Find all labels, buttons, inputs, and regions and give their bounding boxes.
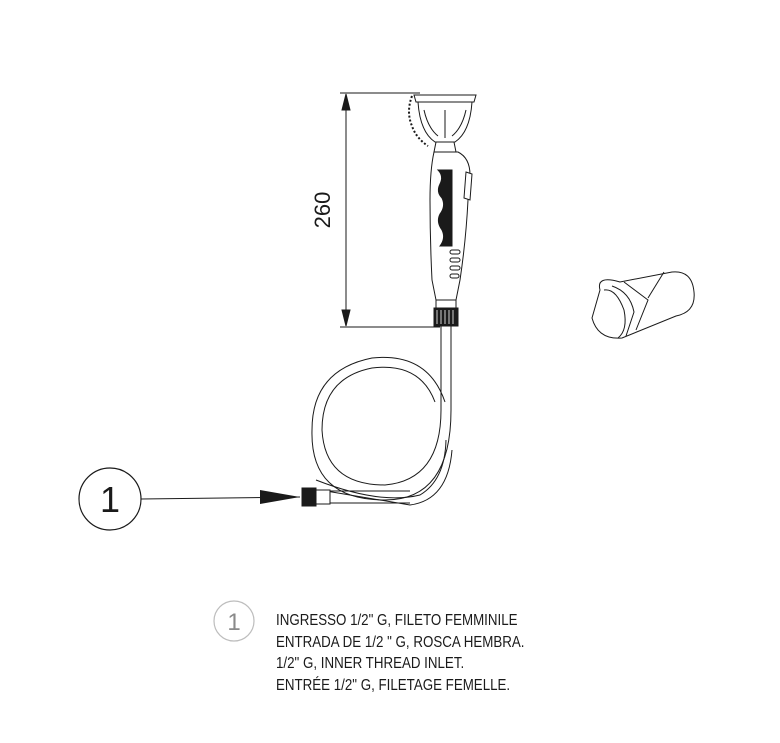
dimension-arrow-bottom xyxy=(341,309,351,327)
head-neck xyxy=(433,141,457,153)
shower-head xyxy=(408,94,477,327)
dimension-arrow-top xyxy=(341,93,351,111)
hose xyxy=(311,326,453,506)
head-rim xyxy=(413,94,477,103)
legend-circle xyxy=(213,600,255,642)
inlet-nut xyxy=(301,487,317,507)
wall-bracket xyxy=(591,271,695,339)
handle-grip xyxy=(436,169,453,247)
chain xyxy=(408,95,429,147)
callout-arrow xyxy=(260,490,300,504)
handle-connector xyxy=(435,299,457,309)
legend-description: INGRESSO 1/2" G, FILETO FEMMINILE ENTRAD… xyxy=(276,610,524,696)
legend-line-english: 1/2" G, INNER THREAD INLET. xyxy=(276,655,465,672)
legend-number: 1 xyxy=(227,609,240,636)
dimension-label: 260 xyxy=(310,192,335,229)
bracket-body xyxy=(591,271,695,339)
inlet-fitting xyxy=(301,487,331,507)
bracket-slot-top xyxy=(647,271,665,299)
legend-line-spanish: ENTRADA DE 1/2 " G, ROSCA HEMBRA. xyxy=(276,633,525,651)
handle-button xyxy=(463,171,473,201)
bracket-slot-right xyxy=(623,281,649,331)
hose-outer-left xyxy=(321,326,442,486)
callout-number: 1 xyxy=(100,479,120,520)
hose-outer-right xyxy=(311,326,452,501)
hose-lower-loop-a xyxy=(315,439,447,499)
dimension-260 xyxy=(340,92,440,328)
inlet-ferrule xyxy=(315,489,331,505)
hose-lower-loop-b xyxy=(319,449,453,506)
callout-1 xyxy=(78,467,301,531)
handle-nut-knurl xyxy=(436,310,454,324)
handle-slots xyxy=(449,249,461,279)
handle-nut xyxy=(433,307,459,327)
legend-line-french: ENTRÉE 1/2" G, FILETAGE FEMELLE. xyxy=(276,676,511,694)
bracket-slot-left xyxy=(611,285,635,337)
bracket-edge xyxy=(603,289,626,339)
head-cup-ribs xyxy=(423,109,467,137)
legend-line-italian: INGRESSO 1/2" G, FILETO FEMMINILE xyxy=(276,612,518,629)
